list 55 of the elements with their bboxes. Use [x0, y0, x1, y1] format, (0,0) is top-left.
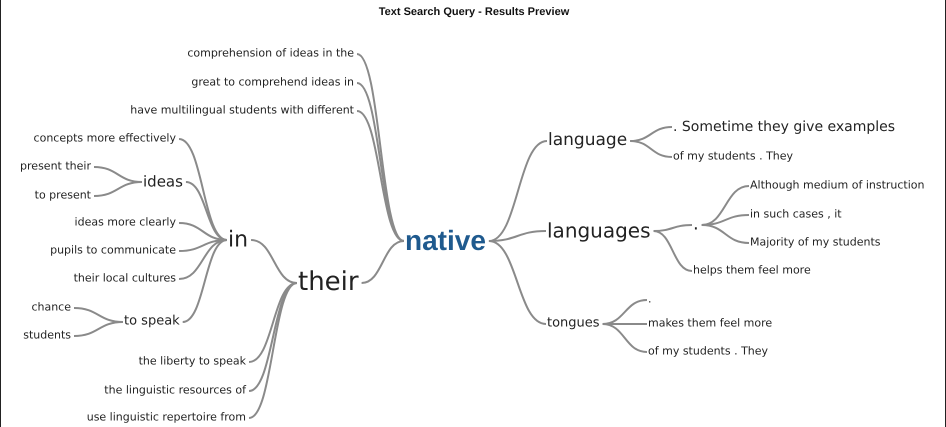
branch-line	[702, 185, 750, 226]
word-label: of my students . They	[648, 346, 768, 358]
branch-line	[182, 239, 228, 323]
word-label: in	[228, 227, 248, 253]
branch-line	[94, 181, 142, 197]
branch-line	[248, 282, 298, 419]
word-label: pupils to communicate	[50, 244, 176, 258]
word-label: concepts more effectively	[34, 132, 176, 146]
word-label: students	[23, 330, 71, 342]
word-label: the liberty to speak	[138, 356, 246, 368]
word-label: have multilingual students with different	[130, 104, 354, 118]
branch-line	[178, 239, 228, 280]
word-label: ideas more clearly	[74, 216, 176, 230]
word-label: tongues	[547, 316, 600, 332]
branch-line	[602, 323, 648, 353]
word-label: chance	[31, 302, 71, 314]
word-label: great to comprehend ideas in	[191, 76, 354, 90]
word-label: use linguistic repertoire from	[86, 412, 246, 424]
branch-line	[488, 140, 548, 242]
branch-line	[702, 224, 750, 244]
word-label: Although medium of instruction	[750, 180, 925, 192]
branch-line	[248, 282, 298, 363]
word-label: to present	[34, 190, 91, 202]
branch-line	[488, 230, 546, 242]
branch-line	[630, 140, 672, 158]
branch-line	[356, 110, 404, 242]
word-label: . Sometime they give examples	[673, 118, 896, 136]
word-label: the linguistic resources of	[104, 384, 246, 398]
word-label: .	[693, 214, 699, 236]
branch-line	[250, 239, 298, 284]
word-label: their local cultures	[74, 272, 176, 286]
branch-line	[356, 82, 404, 242]
word-label: comprehension of ideas in the	[187, 48, 354, 60]
branch-line	[248, 282, 298, 392]
word-label: language	[548, 131, 628, 151]
branch-line	[488, 240, 546, 325]
branch-line	[186, 181, 228, 241]
word-label: languages	[547, 220, 651, 242]
chart-title: Text Search Query - Results Preview	[378, 6, 570, 18]
word-label: Majority of my students	[750, 236, 881, 250]
branch-line	[74, 321, 124, 337]
branch-line	[356, 53, 405, 242]
word-label: helps them feel more	[693, 264, 811, 278]
word-label: of my students . They	[673, 150, 794, 164]
word-label: .	[648, 294, 652, 306]
word-label: makes them feel more	[648, 318, 772, 330]
word-label: their	[298, 268, 359, 298]
branch-line	[654, 224, 692, 232]
word-label: ideas	[143, 173, 183, 191]
word-label: present their	[20, 160, 91, 174]
word-label: to speak	[124, 314, 180, 330]
root-word: native	[405, 224, 486, 258]
branch-line	[653, 230, 692, 272]
word-label: in such cases , it	[750, 208, 842, 222]
branch-line	[361, 240, 404, 284]
